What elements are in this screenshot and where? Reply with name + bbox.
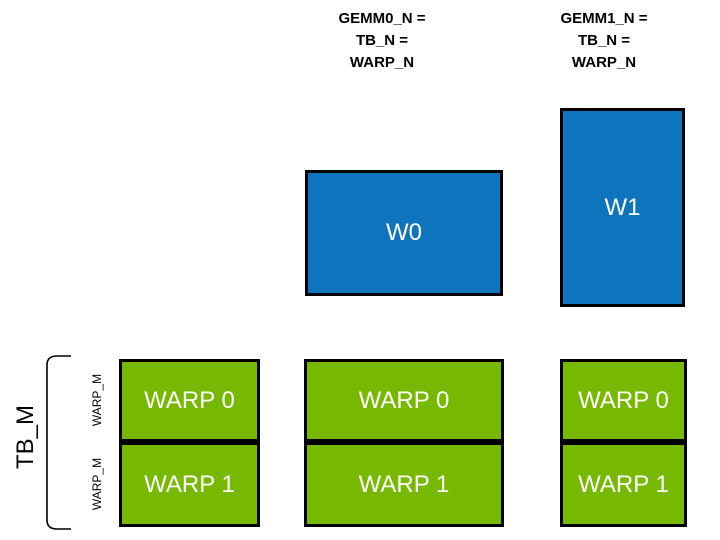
accumulator-w1-label: W1 [604, 193, 641, 221]
warp-tile-label: WARP 1 [358, 470, 450, 498]
header-gemm1-line1: GEMM1_N = [560, 10, 648, 27]
warp-tile-col2-warp0: WARP 0 [304, 359, 504, 442]
tb-m-label: TB_M [12, 405, 39, 470]
warp-tile-label: WARP 1 [578, 470, 669, 498]
accumulator-w0-label: W0 [386, 219, 422, 246]
header-gemm0-n: GEMM0_N = TB_N = WARP_N [297, 8, 467, 74]
header-gemm1-line2: TB_N = [577, 32, 631, 49]
warp-tile-label: WARP 0 [144, 386, 235, 414]
warp-tile-col1-warp1: WARP 1 [119, 442, 260, 527]
warp-tile-col3-warp0: WARP 0 [560, 359, 687, 442]
accumulator-w0-box: W0 [305, 170, 503, 296]
header-gemm0-line3: WARP_N [349, 54, 415, 71]
accumulator-w1-box: W1 [560, 108, 685, 307]
warp-tile-col1-warp0: WARP 0 [119, 359, 260, 442]
warp-tile-label: WARP 0 [358, 386, 450, 414]
warp-m-label-bottom: WARP_M [90, 457, 104, 511]
warp-tile-col2-warp1: WARP 1 [304, 442, 504, 527]
warp-tile-col3-warp1: WARP 1 [560, 442, 687, 527]
warp-tile-label: WARP 1 [144, 470, 235, 498]
header-gemm1-line3: WARP_N [571, 54, 637, 71]
header-gemm0-line1: GEMM0_N = [338, 10, 426, 27]
tb-m-bracket [46, 355, 71, 530]
warp-m-label-top: WARP_M [90, 373, 104, 427]
header-gemm0-line2: TB_N = [355, 32, 409, 49]
header-gemm1-n: GEMM1_N = TB_N = WARP_N [519, 8, 689, 74]
warp-tile-label: WARP 0 [578, 386, 669, 414]
